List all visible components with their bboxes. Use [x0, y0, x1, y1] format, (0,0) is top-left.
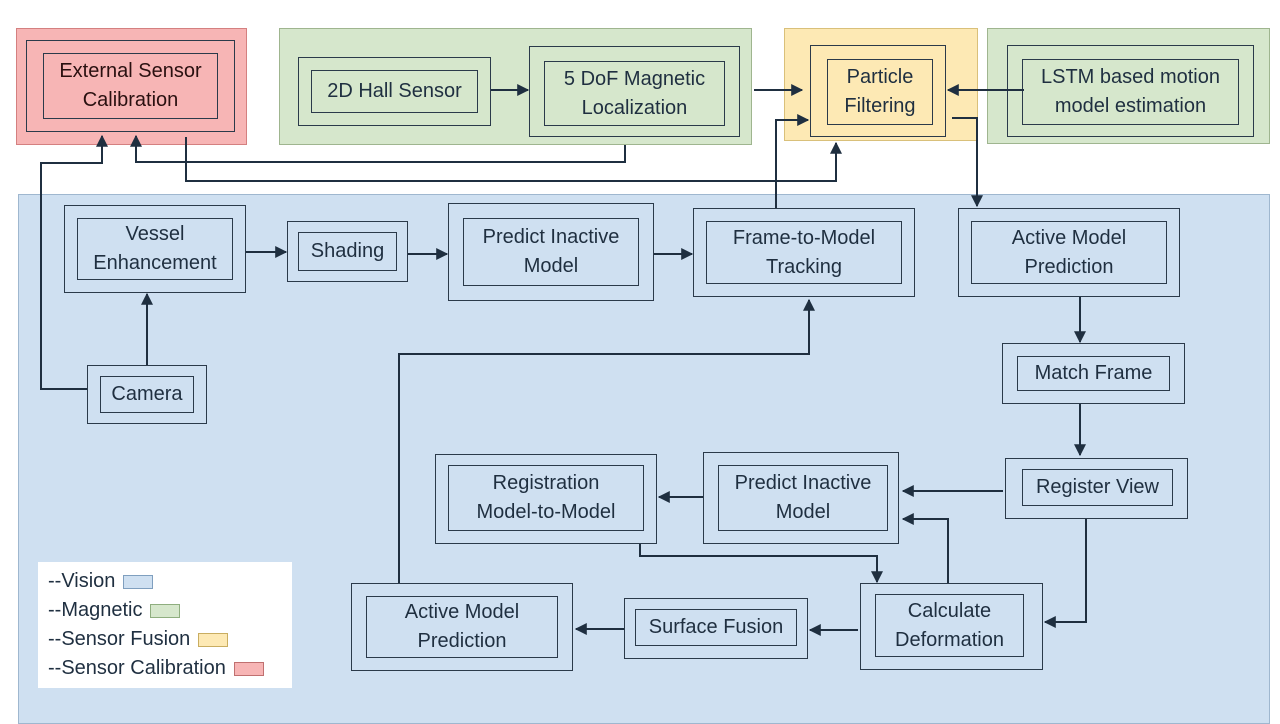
- edge-deformation-to-predict-mid: [901, 513, 949, 583]
- lstm-motion-model-label: LSTM based motion model estimation: [1041, 66, 1220, 117]
- match-frame-node: Match Frame: [1002, 343, 1185, 404]
- edge-register-to-deformation: [1043, 519, 1087, 628]
- legend-label-sensor-fusion: --Sensor Fusion: [48, 628, 191, 650]
- registration-model-to-model-node: Registration Model-to-Model: [435, 454, 657, 544]
- active-model-prediction-bottom-node: Active Model Prediction: [351, 583, 573, 671]
- registration-model-to-model-label: Registration Model-to-Model: [476, 472, 616, 523]
- legend-swatch-vision: [123, 574, 154, 589]
- edge-calibration-to-fusion: [185, 137, 842, 182]
- camera-label: Camera: [111, 383, 183, 405]
- predict-inactive-model-top-label: Predict Inactive Model: [482, 226, 620, 277]
- vessel-enhancement-node: Vessel Enhancement: [64, 205, 246, 293]
- magnetic-localization-label: 5 DoF Magnetic Localization: [563, 67, 706, 119]
- legend-item-vision: --Vision: [48, 567, 292, 596]
- legend-item-sensor-fusion: --Sensor Fusion: [48, 625, 292, 654]
- hall-sensor-node: 2D Hall Sensor: [298, 57, 491, 126]
- active-model-prediction-top-node: Active Model Prediction: [958, 208, 1180, 297]
- frame-to-model-tracking-node: Frame-to-Model Tracking: [693, 208, 915, 297]
- hall-sensor-label: 2D Hall Sensor: [327, 80, 462, 102]
- frame-to-model-tracking-label: Frame-to-Model Tracking: [732, 226, 876, 278]
- legend-item-sensor-calibration: --Sensor Calibration: [48, 654, 292, 683]
- external-sensor-calibration-label: External Sensor Calibration: [59, 60, 202, 111]
- edge-camera-to-calibration: [40, 134, 108, 390]
- edge-tracking-to-fusion: [775, 114, 810, 208]
- register-view-node: Register View: [1005, 458, 1188, 519]
- predict-inactive-model-mid-label: Predict Inactive Model: [734, 472, 872, 523]
- camera-node: Camera: [87, 365, 207, 424]
- predict-inactive-model-top-node: Predict Inactive Model: [448, 203, 654, 301]
- surface-fusion-node: Surface Fusion: [624, 598, 808, 659]
- match-frame-label: Match Frame: [1034, 362, 1153, 384]
- shading-node: Shading: [287, 221, 408, 282]
- predict-inactive-model-mid-node: Predict Inactive Model: [703, 452, 899, 544]
- calculate-deformation-label: Calculate Deformation: [895, 599, 1004, 651]
- legend-label-vision: --Vision: [48, 570, 116, 592]
- legend-swatch-magnetic: [150, 603, 181, 618]
- particle-filtering-label: Particle Filtering: [844, 66, 916, 117]
- edge-localization-to-calibration: [130, 134, 626, 163]
- lstm-motion-model-node: LSTM based motion model estimation: [1007, 45, 1254, 137]
- active-model-prediction-bottom-label: Active Model Prediction: [404, 601, 520, 652]
- particle-filtering-node: Particle Filtering: [810, 45, 946, 137]
- external-sensor-calibration-node: External Sensor Calibration: [26, 40, 235, 132]
- magnetic-localization-node: 5 DoF Magnetic Localization: [529, 46, 740, 137]
- vessel-enhancement-label: Vessel Enhancement: [93, 223, 217, 274]
- active-model-prediction-top-label: Active Model Prediction: [1011, 226, 1127, 278]
- edge-fusion-to-active-model: [952, 117, 983, 208]
- legend-item-magnetic: --Magnetic: [48, 596, 292, 625]
- legend-label-magnetic: --Magnetic: [48, 599, 143, 621]
- register-view-label: Register View: [1035, 476, 1160, 498]
- shading-label: Shading: [310, 240, 385, 262]
- legend-swatch-sensor-calibration: [233, 661, 264, 676]
- surface-fusion-label: Surface Fusion: [648, 616, 784, 638]
- calculate-deformation-node: Calculate Deformation: [860, 583, 1043, 670]
- legend-label-sensor-calibration: --Sensor Calibration: [48, 657, 226, 679]
- edge-registration-to-deformation: [639, 544, 883, 584]
- edge-active-bottom-to-tracking: [398, 298, 815, 583]
- legend-swatch-sensor-fusion: [198, 632, 229, 647]
- sensor-calibration-region: [16, 28, 247, 145]
- legend: --Vision --Magnetic --Sensor Fusion --Se…: [38, 562, 292, 688]
